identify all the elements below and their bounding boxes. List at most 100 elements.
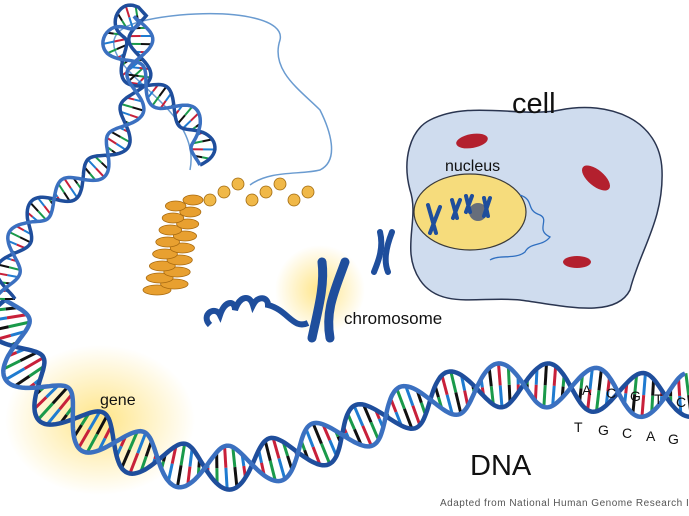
- base-pair: [158, 85, 168, 97]
- chromatin-loop: [155, 236, 180, 248]
- backbone-strand: [1, 298, 686, 490]
- base-letter: G: [630, 388, 641, 404]
- base-pair: [543, 363, 548, 386]
- chromatin-loop: [179, 206, 202, 218]
- base-pair: [352, 405, 365, 427]
- base-pair: [642, 373, 647, 396]
- base-pair: [0, 264, 10, 269]
- base-pair: [440, 374, 449, 396]
- base-pair: [588, 368, 594, 390]
- base-pair: [85, 433, 99, 454]
- chromatin-loop: [161, 212, 185, 224]
- cell-label: cell: [512, 88, 556, 120]
- base-pair: [402, 408, 414, 430]
- backbone-strand: [0, 298, 689, 492]
- base-pair: [87, 410, 102, 431]
- base-letter: T: [654, 391, 663, 407]
- gene-highlight: [5, 345, 195, 495]
- base-pair: [46, 408, 61, 426]
- base-pair: [136, 432, 148, 454]
- base-pair: [586, 389, 592, 411]
- base-pair: [311, 422, 323, 445]
- cell-body: [406, 106, 663, 309]
- base-pair: [362, 404, 373, 423]
- base-letter: C: [676, 394, 686, 410]
- endoplasmic-reticulum: [489, 194, 552, 261]
- base-pair: [51, 386, 69, 405]
- base-pair: [552, 365, 558, 386]
- base-pair: [87, 158, 97, 170]
- base-pair: [271, 437, 281, 459]
- dna-double-helix: [0, 298, 689, 492]
- base-pair: [95, 167, 105, 178]
- base-pair: [411, 405, 422, 426]
- base-pair: [542, 385, 547, 408]
- base-pair: [63, 177, 72, 189]
- base-letter: G: [668, 431, 679, 447]
- base-pair: [8, 320, 30, 329]
- nucleosome: [287, 193, 301, 207]
- base-pair: [19, 350, 38, 363]
- base-pair: [369, 421, 380, 441]
- base-pair: [233, 466, 239, 488]
- base-pair: [77, 428, 91, 449]
- base-letter: T: [574, 419, 583, 435]
- base-pair: [179, 443, 187, 466]
- chromosome-label: chromosome: [344, 309, 443, 328]
- base-pair: [128, 452, 140, 475]
- chromatin-fiber: [142, 177, 315, 296]
- nucleosome: [217, 185, 231, 199]
- base-pair: [0, 316, 8, 321]
- base-pair: [595, 390, 601, 412]
- mitochondrion: [456, 133, 488, 149]
- backbone-strand: [0, 3, 217, 300]
- nucleosome: [203, 193, 217, 207]
- base-pair: [404, 385, 415, 407]
- base-pair: [0, 272, 8, 277]
- dna-label: DNA: [470, 450, 532, 482]
- base-pair: [175, 465, 183, 488]
- base-pair: [151, 95, 161, 107]
- base-pair: [120, 449, 131, 469]
- base-pair: [506, 366, 511, 385]
- base-pair: [498, 385, 504, 408]
- base-pair: [184, 105, 194, 116]
- base-pair: [631, 394, 637, 414]
- base-pair: [361, 425, 373, 447]
- nucleosome: [245, 193, 259, 207]
- base-pair: [186, 466, 192, 486]
- mitochondrion: [581, 165, 611, 191]
- base-pair: [551, 385, 556, 406]
- base-pair: [263, 440, 272, 462]
- chromosome: [307, 257, 350, 343]
- base-pair: [449, 371, 458, 393]
- base-pair: [320, 443, 332, 465]
- chromatin-loop: [145, 272, 174, 284]
- base-pair: [102, 40, 115, 45]
- base-pair: [128, 16, 134, 30]
- base-pair: [124, 5, 131, 18]
- base-pair: [445, 394, 454, 415]
- base-pair: [120, 103, 133, 109]
- attribution-caption: Adapted from National Human Genome Resea…: [440, 498, 689, 509]
- chromatin-loop: [158, 224, 183, 236]
- base-pair: [2, 359, 21, 371]
- base-pair: [115, 142, 127, 151]
- base-pair: [166, 463, 174, 482]
- base-pair: [37, 210, 47, 221]
- base-pair: [231, 446, 237, 468]
- base-pair: [224, 467, 229, 490]
- base-pair: [58, 393, 74, 411]
- supercoil: [203, 295, 310, 328]
- nucleosome: [231, 177, 245, 191]
- base-pair: [69, 187, 79, 199]
- nucleosome: [273, 177, 287, 191]
- base-pair: [132, 106, 145, 112]
- nucleosome: [301, 185, 315, 199]
- gene-label: gene: [100, 392, 136, 409]
- small-chromosome: [371, 229, 395, 275]
- base-pair: [37, 402, 54, 421]
